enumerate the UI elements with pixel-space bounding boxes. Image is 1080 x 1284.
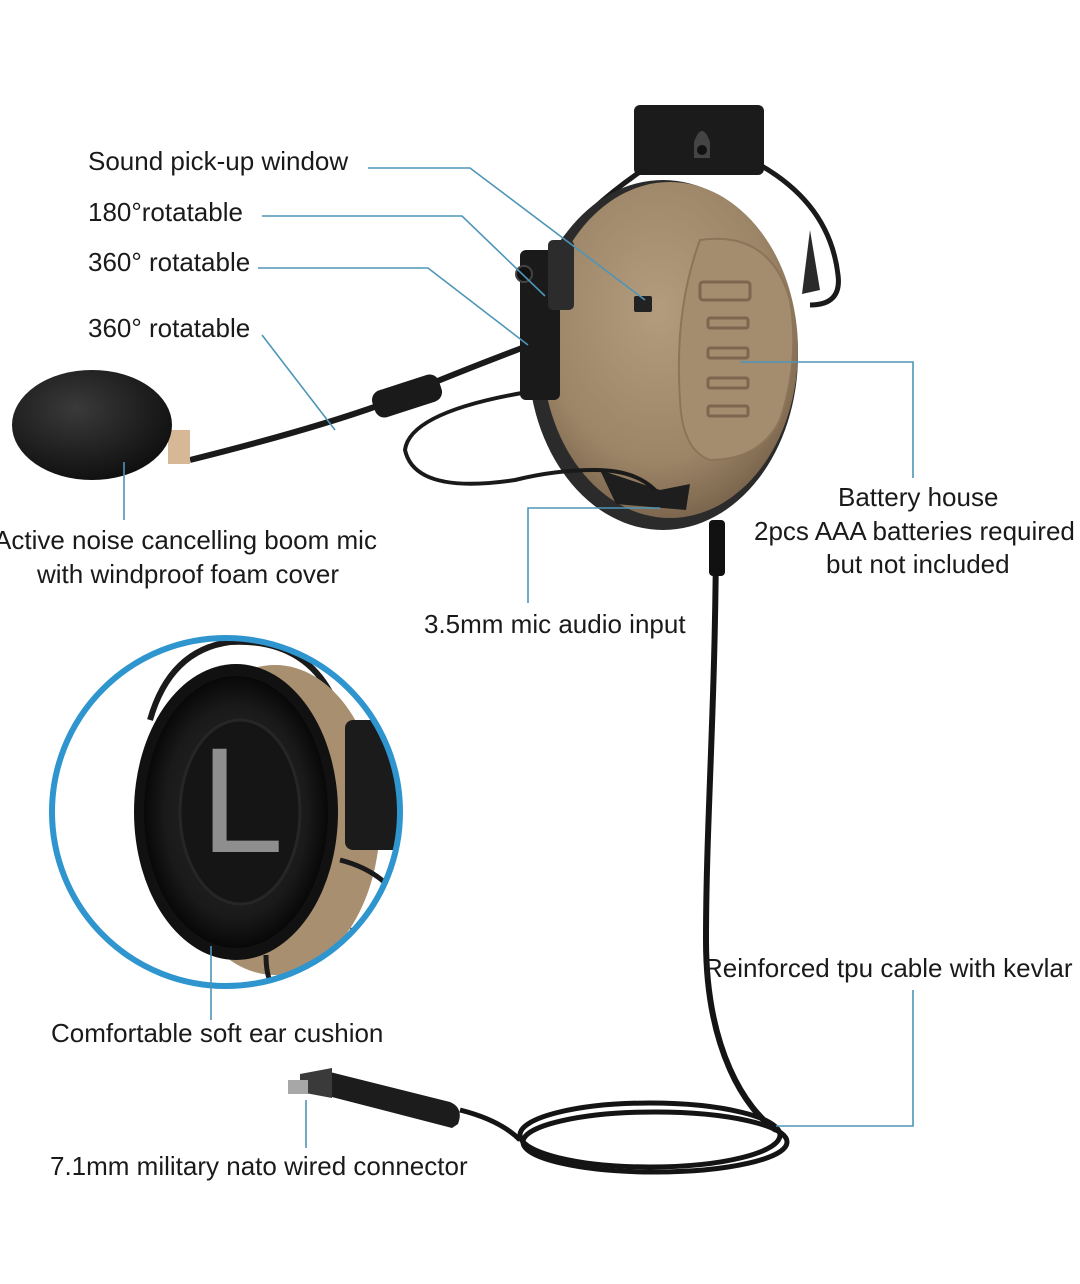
earcup (515, 180, 798, 530)
label-360-rotatable-joint: 360° rotatable (88, 247, 251, 277)
label-battery-not-included: but not included (826, 549, 1010, 579)
label-boom-mic-line2: with windproof foam cover (37, 559, 340, 589)
leader-lines (123, 167, 914, 1148)
label-sound-pickup-window: Sound pick-up window (88, 146, 349, 176)
label-battery-required: 2pcs AAA batteries required (754, 516, 1075, 546)
label-mic-audio-input: 3.5mm mic audio input (424, 609, 686, 639)
label-battery-house: Battery house (838, 482, 999, 512)
coiled-cable (459, 519, 790, 1175)
ear-side-letter: L (200, 716, 283, 884)
label-reinforced-cable: Reinforced tpu cable with kevlar (704, 953, 1073, 983)
label-360-rotatable-arm: 360° rotatable (88, 313, 251, 343)
nato-connector (288, 1068, 460, 1128)
headband-pad (634, 105, 764, 175)
label-ear-cushion: Comfortable soft ear cushion (51, 1018, 384, 1048)
label-boom-mic-line1: Active noise cancelling boom mic (0, 525, 377, 555)
label-nato-connector: 7.1mm military nato wired connector (50, 1151, 468, 1181)
ear-cushion-detail (49, 635, 403, 989)
label-180-rotatable: 180°rotatable (88, 197, 243, 227)
boom-mic (12, 342, 657, 492)
